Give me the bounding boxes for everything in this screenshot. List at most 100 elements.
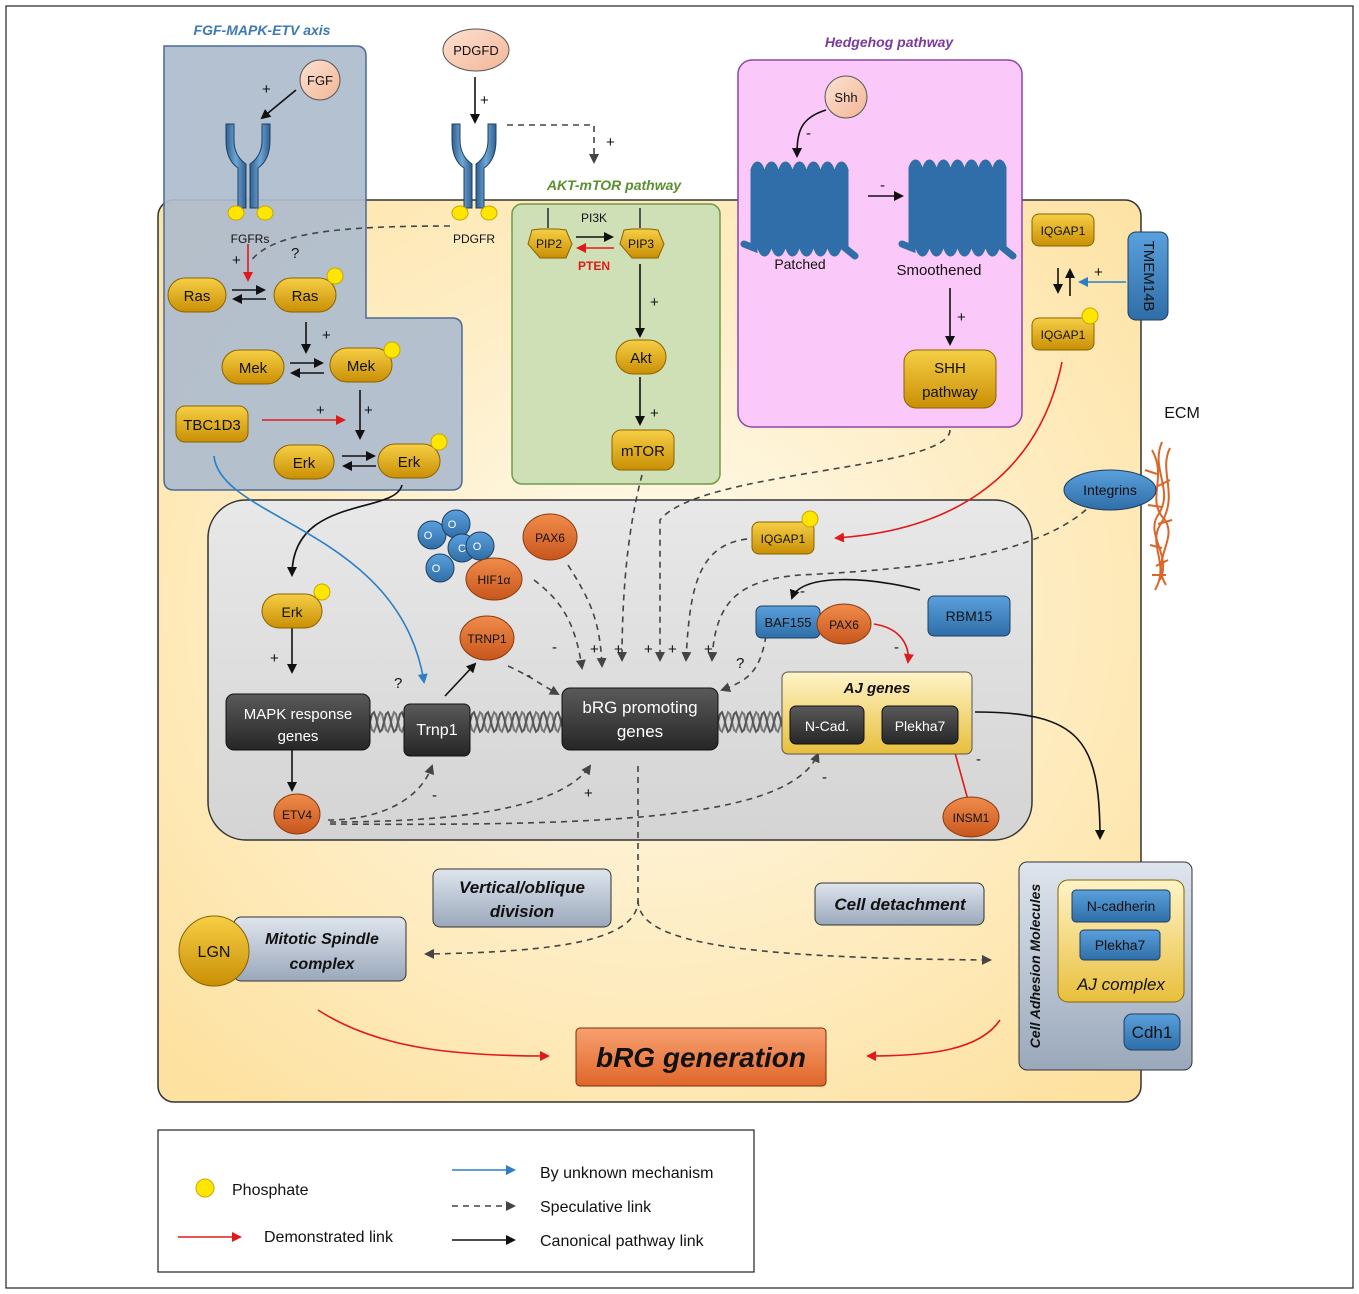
mitotic-spindle-label-2: complex xyxy=(290,956,356,973)
plus-sign: + xyxy=(322,327,331,344)
hif1a-protein xyxy=(465,557,523,601)
pdgfr-receptor xyxy=(451,123,497,209)
plus-sign: + xyxy=(316,402,325,419)
fgf-to-fgfr-arrow xyxy=(260,89,297,120)
tbc1d3-to-trnp1-arrow xyxy=(213,455,428,684)
minus-sign: - xyxy=(894,639,899,656)
carbon-label: C xyxy=(458,543,466,555)
mtor-to-brg-arrow xyxy=(617,474,643,662)
brg-genes-label-1: bRG promoting xyxy=(582,698,697,717)
mek-phospho-label: Mek xyxy=(347,358,376,375)
erk-protein xyxy=(273,444,335,480)
mapk-response-genes xyxy=(225,693,371,751)
hif1a-to-brg-arrow xyxy=(533,579,586,670)
ncadherin-protein xyxy=(1071,889,1171,923)
phosphate-group xyxy=(227,205,498,221)
legend-phosphate-label: Phosphate xyxy=(232,1182,309,1199)
brg-generation-box xyxy=(575,1027,827,1087)
cdh1-label: Cdh1 xyxy=(1132,1023,1173,1042)
ras-phospho-label: Ras xyxy=(292,288,319,305)
ras-protein xyxy=(167,277,227,313)
question-sign: ? xyxy=(736,655,744,672)
mtor-label: mTOR xyxy=(621,443,665,460)
pip2-molecule xyxy=(527,228,573,259)
patched-label: Patched xyxy=(774,256,825,272)
pdgfr-label: PDGFR xyxy=(453,232,495,246)
fgf-ligand xyxy=(299,59,341,101)
rbm15-label: RBM15 xyxy=(946,608,993,624)
vertical-division-label-2: division xyxy=(490,902,554,921)
erk-label: Erk xyxy=(293,455,316,472)
plus-sign: + xyxy=(232,252,241,269)
rbm15-protein xyxy=(927,595,1011,637)
hedgehog-title: Hedgehog pathway xyxy=(825,34,955,50)
akt-protein xyxy=(615,339,667,375)
trnp1-protein xyxy=(459,615,515,661)
akt-mtor-title: AKT-mTOR pathway xyxy=(546,177,683,193)
ncadherin-label: N-cadherin xyxy=(1087,898,1155,914)
tmem14b-label: TMEM14B xyxy=(1140,241,1157,312)
nucleus xyxy=(207,499,1033,841)
iqgap1-nuclear-label: IQGAP1 xyxy=(761,532,806,546)
question-sign: ? xyxy=(394,675,402,692)
lgn-label: LGN xyxy=(198,944,231,961)
plekha7-label: Plekha7 xyxy=(1095,937,1146,953)
plus-sign: + xyxy=(650,405,659,422)
integrins-label: Integrins xyxy=(1083,482,1137,498)
etv4-to-trnp1-arrow xyxy=(327,764,435,821)
brg-to-spindle-arrow xyxy=(424,766,639,959)
pip3-molecule xyxy=(619,228,665,259)
trnp1-gene-to-protein-arrow xyxy=(444,662,477,697)
aj-genes-to-cam-arrow xyxy=(974,711,1105,840)
iqgap1-nuclear-protein xyxy=(751,521,815,555)
mitotic-spindle-label-1: Mitotic Spindle xyxy=(265,931,379,948)
hif1a-label: HIF1α xyxy=(478,573,511,587)
mek-protein xyxy=(221,349,285,385)
shh-ligand xyxy=(824,75,868,119)
shh-to-patched-arrow xyxy=(792,109,827,158)
iqgap1-protein xyxy=(1031,213,1095,247)
tmem14b-protein xyxy=(1127,231,1169,321)
erk-to-nucleus-arrow xyxy=(287,484,403,577)
trnp1-protein-label: TRNP1 xyxy=(467,632,507,646)
minus-sign: - xyxy=(552,639,557,656)
iqgap1-label: IQGAP1 xyxy=(1041,224,1086,238)
legend-demonstrated-label: Demonstrated link xyxy=(264,1229,394,1246)
pax6-nuclear-label: PAX6 xyxy=(829,618,859,632)
minus-sign: - xyxy=(526,667,531,684)
minus-sign: - xyxy=(822,769,827,786)
trnp1-to-brg-arrow xyxy=(507,665,560,695)
minus-sign: - xyxy=(880,177,885,194)
legend-phosphate-icon xyxy=(195,1178,215,1198)
akt-mtor-region xyxy=(511,203,721,485)
shh-pathway-box xyxy=(903,349,997,409)
pdgfd-label: PDGFD xyxy=(453,43,499,58)
etv4-label: ETV4 xyxy=(282,808,312,822)
brg-promoting-genes xyxy=(561,687,719,751)
plus-sign: + xyxy=(364,402,373,419)
vertical-division-box xyxy=(432,868,612,928)
o2-label: O xyxy=(473,541,482,553)
figure-frame xyxy=(5,5,1354,1289)
fgf-label: FGF xyxy=(307,73,333,88)
erk-nuclear-label: Erk xyxy=(282,604,304,620)
erk-nuclear-protein xyxy=(261,593,323,629)
plus-sign: + xyxy=(704,641,713,658)
pip2-label: PIP2 xyxy=(536,237,562,251)
lgn-protein xyxy=(178,915,250,987)
pten-label: PTEN xyxy=(578,259,610,273)
oxygen-cluster xyxy=(417,509,495,583)
rbm15-to-baf155-arrow xyxy=(789,578,921,600)
iqgap1-phospho-label: IQGAP1 xyxy=(1041,328,1086,342)
plekha7-protein xyxy=(1079,929,1161,961)
mapk-genes-label-1: MAPK response xyxy=(244,706,352,723)
plekha7-gene-label: Plekha7 xyxy=(895,718,946,734)
plus-sign: + xyxy=(480,92,489,109)
mapk-genes-label-2: genes xyxy=(278,728,319,745)
o2-label: O xyxy=(448,519,457,531)
mek-phospho-protein xyxy=(329,347,393,383)
fgfrs-label: FGFRs xyxy=(231,232,270,246)
etv4-to-brg-arrow xyxy=(329,764,592,823)
plus-sign: + xyxy=(650,294,659,311)
